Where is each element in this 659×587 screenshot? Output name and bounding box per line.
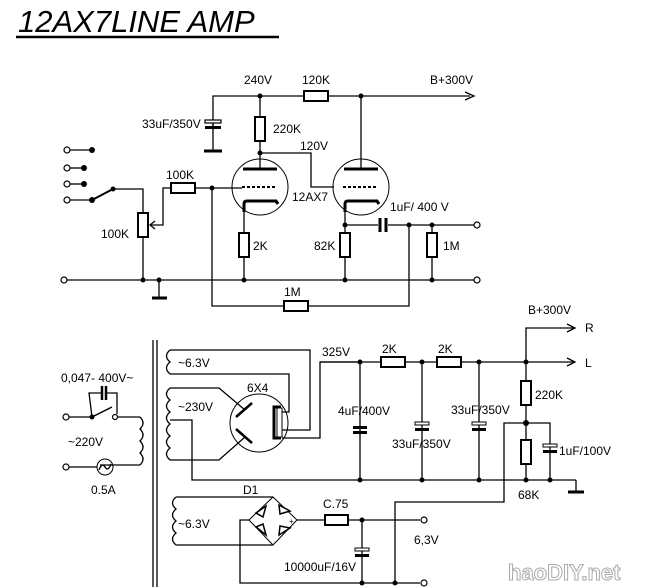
b-plus-rail	[212, 95, 470, 127]
power-supply-section: 0,047- 400V~ ~220V 0.5A ~6.3V ~230V	[61, 303, 611, 587]
label-220v: ~220V	[68, 435, 103, 449]
label-325v: 325V	[322, 345, 350, 359]
label-6x4: 6X4	[247, 381, 269, 395]
heater-terminal-1	[420, 516, 428, 524]
capacitor-33uf-b	[471, 421, 487, 426]
watermark: haoDIY.net	[508, 560, 621, 585]
resistor-82k	[339, 232, 351, 258]
potentiometer-100k[interactable]	[137, 212, 149, 238]
resistor-2k-b	[436, 356, 462, 368]
label-2k: 2K	[253, 239, 268, 253]
resistor-1m-out	[426, 232, 438, 258]
input-selector-switch[interactable]	[63, 146, 116, 204]
output-terminal-signal	[473, 221, 481, 229]
label-b-plus: B+300V	[430, 73, 473, 87]
capacitor-33uf-a	[414, 421, 430, 426]
mains-terminal-1	[62, 413, 70, 421]
label-120v: 120V	[300, 139, 328, 153]
label-fuse: 0.5A	[91, 483, 116, 497]
resistor-68k	[520, 439, 532, 465]
label-b-plus-ps: B+300V	[528, 303, 571, 317]
label-33uf: 33uF/350V	[142, 117, 201, 131]
label-c75: C.75	[323, 497, 349, 511]
label-220k-ps: 220K	[535, 388, 563, 402]
rectifier-tube-6x4	[229, 393, 289, 453]
label-2k-b: 2K	[438, 342, 453, 356]
label-68k: 68K	[518, 488, 539, 502]
title: 12AX7LINE AMP	[18, 4, 255, 39]
bridge-rectifier-d1: +	[248, 496, 298, 546]
resistor-1m-feedback	[283, 300, 309, 312]
secondary-heater2-coil	[171, 496, 177, 546]
resistor-220k	[254, 116, 266, 142]
label-cap-mains: 0,047- 400V~	[61, 371, 133, 385]
label-d1: D1	[243, 483, 259, 497]
label-4uf: 4uF/400V	[338, 404, 390, 418]
resistor-c75	[324, 514, 349, 526]
label-220k: 220K	[273, 122, 301, 136]
label-heater2-6-3v: ~6.3V	[178, 517, 210, 531]
capacitor-33uf	[204, 119, 222, 124]
amplifier-section: 240V 120K B+300V 33uF/350V 220K 120V 12A…	[60, 73, 481, 312]
label-1m-feedback: 1M	[284, 285, 301, 299]
capacitor-10000uf	[354, 547, 370, 552]
svg-text:+: +	[289, 517, 294, 526]
label-1m-out: 1M	[443, 239, 460, 253]
resistor-2k	[238, 232, 250, 258]
label-hv-230v: ~230V	[178, 400, 213, 414]
capacitor-1uf-100v	[542, 443, 558, 448]
capacitor-4uf	[353, 426, 367, 429]
label-12ax7: 12AX7	[292, 190, 328, 204]
label-240v: 240V	[244, 73, 272, 87]
heater-terminal-2	[420, 579, 428, 587]
label-100k-input: 100K	[166, 168, 194, 182]
tube-1	[231, 158, 289, 216]
secondary-hv-coil	[165, 387, 171, 461]
resistor-220k-ps	[520, 380, 532, 406]
mains-terminal-2	[62, 463, 70, 471]
label-2k-a: 2K	[382, 342, 397, 356]
label-1uf-400v: 1uF/ 400 V	[390, 200, 449, 214]
feedback-loop	[211, 188, 410, 307]
tube-2	[332, 158, 390, 216]
label-out-r: R	[585, 321, 594, 335]
resistor-120k	[303, 90, 329, 102]
label-120k: 120K	[302, 73, 330, 87]
resistor-100k-input	[170, 182, 196, 194]
power-switch[interactable]	[91, 406, 113, 418]
b-plus-arrow-icon	[464, 91, 476, 101]
primary-coil	[139, 416, 144, 466]
label-10000uf: 10000uF/16V	[284, 560, 356, 574]
label-33uf-a: 33uF/350V	[392, 437, 451, 451]
label-1uf-100v: 1uF/100V	[559, 444, 611, 458]
label-heater-6-3v: ~6.3V	[178, 356, 210, 370]
label-33uf-b: 33uF/350V	[451, 403, 510, 417]
label-pot-100k: 100K	[101, 227, 129, 241]
label-out-l: L	[585, 356, 592, 370]
label-6-3v-out: 6,3V	[414, 533, 439, 547]
secondary-heater-coil	[165, 349, 171, 375]
label-82k: 82K	[314, 239, 335, 253]
resistor-2k-a	[380, 356, 406, 368]
output-terminal-ground	[473, 276, 481, 284]
input-terminal-ground	[60, 276, 68, 284]
arrow-l-icon	[566, 357, 577, 367]
arrow-r-icon	[566, 323, 577, 333]
